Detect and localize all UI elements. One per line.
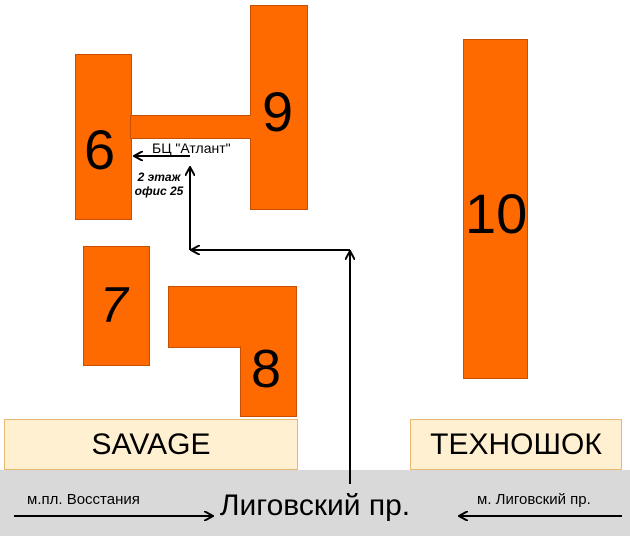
- street-ligovsky: [0, 470, 630, 536]
- street-name-label: Лиговский пр.: [219, 489, 411, 522]
- building-10: [463, 39, 528, 379]
- building-6-connector: [130, 115, 252, 139]
- building-9: [250, 5, 308, 210]
- metro-vosstaniya-label: м.пл. Восстания: [27, 491, 140, 508]
- building-7-number: 7: [100, 277, 128, 333]
- joint-cover-8: [241, 345, 296, 348]
- joint-cover-9: [249, 116, 252, 138]
- shop-savage: SAVAGE: [4, 419, 298, 470]
- business-center-label: БЦ "Атлант": [152, 140, 231, 156]
- metro-ligovsky-label: м. Лиговский пр.: [477, 491, 591, 508]
- building-7: [83, 246, 150, 366]
- office-floor-label: 2 этаж: [137, 170, 181, 184]
- building-8-number: 8: [251, 339, 282, 399]
- building-6-number: 6: [84, 118, 116, 181]
- building-10-number: 10: [465, 182, 528, 245]
- office-number-label: офис 25: [134, 184, 184, 198]
- shop-technoshok: ТЕХНОШОК: [410, 419, 622, 470]
- building-6-left-wing: [75, 54, 132, 220]
- building-8-top: [168, 286, 297, 348]
- joint-cover-6: [131, 116, 134, 138]
- building-9-number: 9: [262, 80, 294, 143]
